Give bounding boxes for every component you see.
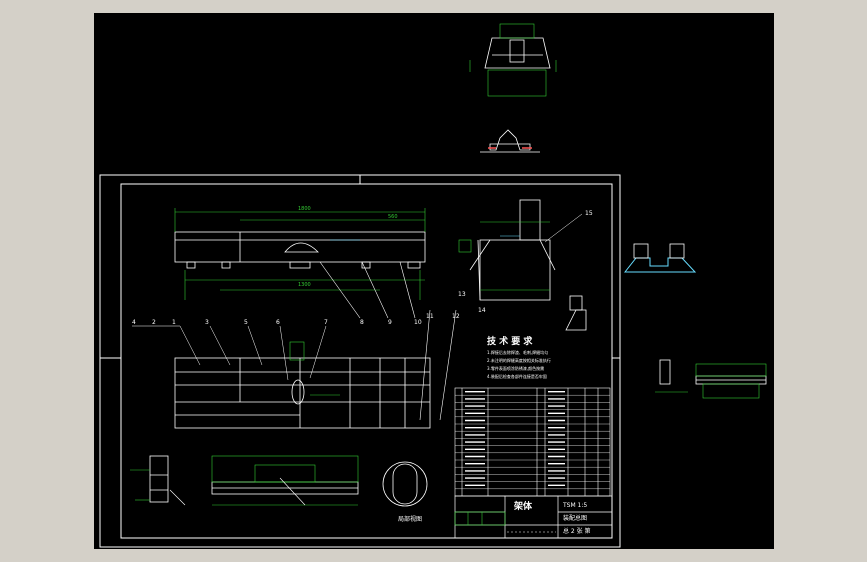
svg-text:15: 15 [585,210,593,217]
svg-text:11: 11 [426,313,434,320]
svg-text:2: 2 [152,319,156,326]
right-detail-dims [655,363,767,399]
cyan-bracket [623,257,697,273]
bottom-view-dims [130,455,359,506]
svg-text:9: 9 [388,319,392,326]
side-view [469,199,556,301]
svg-text:14: 14 [478,307,486,314]
frame-center-marks [100,175,620,359]
drawing-code: 装配总图 [563,514,587,522]
drawing-name: 架体 [513,500,533,512]
dim-top: 1800 [298,206,311,212]
cyan-bracket-top [633,243,685,259]
title-block-grid [454,511,506,526]
svg-text:4: 4 [132,319,136,326]
plan-view-dims [289,341,340,396]
balloon-row: 4 2 1 3 5 6 7 8 9 10 [132,319,422,326]
right-detail-view [659,359,767,385]
tech-note-4: 4.装配后检查各部件连接是否牢固 [487,373,547,379]
detail-bracket [565,295,587,331]
dim-lower: 1300 [298,282,311,288]
cad-viewport[interactable] [94,13,774,549]
tech-requirements-title: 技 术 要 求 [487,335,533,347]
svg-text:5: 5 [244,319,248,326]
dim-right: 560 [388,214,398,220]
svg-text:1: 1 [172,319,176,326]
svg-text:6: 6 [276,319,280,326]
plan-view [174,357,431,429]
leader-lines [319,261,457,421]
drawing-scale: TSM 1:5 [562,502,587,509]
svg-text:3: 3 [205,319,209,326]
tech-note-1: 1.焊接后去除焊渣、毛刺,焊缝均匀 [487,349,548,355]
part-drawing-top [484,37,551,69]
parts-list-rows [455,395,610,489]
bottom-view-marks [169,477,306,506]
balloon-leaders [132,325,327,381]
top-view-dimensions [174,208,426,300]
view-label: 局部视图 [398,515,422,523]
svg-text:12: 12 [452,313,460,320]
section-detail [382,461,428,507]
tech-note-3: 3.零件表面喷涂防锈漆,颜色按需 [487,365,544,371]
parts-list-text [465,391,565,486]
top-elevation-view [174,231,426,269]
svg-text:10: 10 [414,319,422,326]
svg-text:8: 8 [360,319,364,326]
part-drawing-top-dims [469,23,557,97]
drawing-sheet: 总 2 张 第 [563,527,591,535]
svg-text:7: 7 [324,319,328,326]
part-drawing-clamp [480,129,540,153]
svg-text:13: 13 [458,291,466,298]
tech-note-2: 2.未注明的焊缝高度按相关标准执行 [487,357,551,363]
side-view-dims [458,221,550,291]
bottom-elevation-view [149,455,359,503]
